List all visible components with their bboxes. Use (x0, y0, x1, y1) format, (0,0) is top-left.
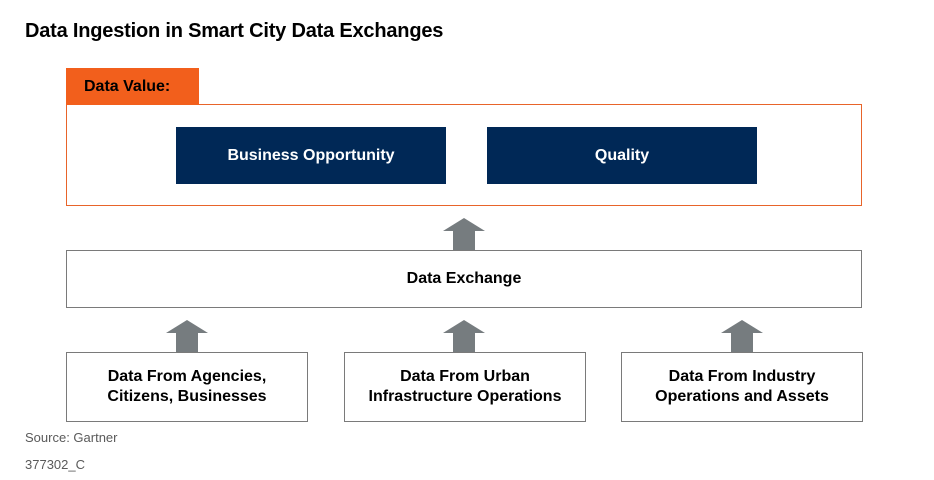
source-note: Source: Gartner (25, 430, 118, 445)
data-value-frame (66, 104, 862, 206)
source-line: Data From Industry (668, 368, 816, 385)
data-value-label: Data Value: (66, 68, 199, 105)
data-exchange-label: Data Exchange (406, 270, 522, 287)
arrow-up-icon (721, 320, 763, 352)
arrow-up-icon (443, 218, 485, 250)
arrow-up-icon (166, 320, 208, 352)
data-exchange-box: Data Exchange (66, 250, 862, 308)
source-line: Data From Urban (400, 368, 530, 385)
source-box-urban-infrastructure: Data From Urban Infrastructure Operation… (344, 352, 586, 422)
source-box-agencies: Data From Agencies, Citizens, Businesses (66, 352, 308, 422)
arrow-up-icon (443, 320, 485, 352)
source-line: Citizens, Businesses (107, 388, 267, 405)
quality-box: Quality (487, 127, 757, 184)
business-opportunity-box: Business Opportunity (176, 127, 446, 184)
figure-id: 377302_C (25, 457, 85, 472)
source-box-industry: Data From Industry Operations and Assets (621, 352, 863, 422)
diagram-title: Data Ingestion in Smart City Data Exchan… (25, 20, 444, 42)
source-line: Operations and Assets (655, 388, 829, 405)
source-line: Infrastructure Operations (368, 388, 562, 405)
source-line: Data From Agencies, (107, 368, 267, 385)
